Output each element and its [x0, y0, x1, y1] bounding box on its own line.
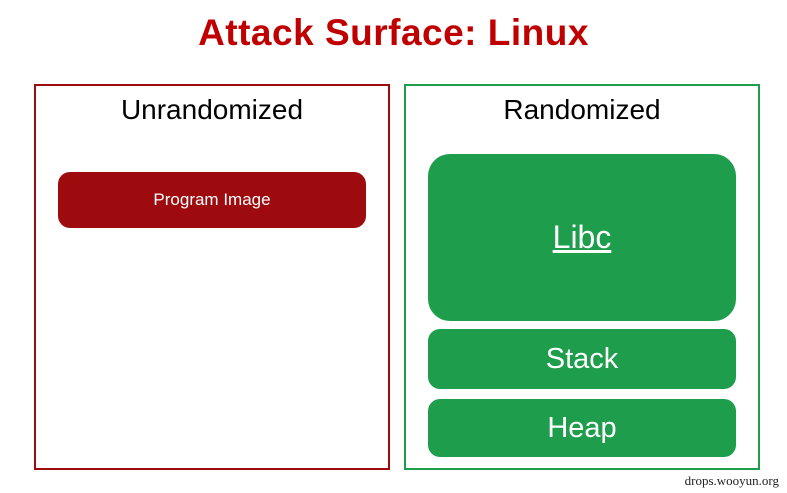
heap-box: Heap: [428, 399, 736, 457]
heap-label: Heap: [547, 411, 617, 444]
randomized-heading: Randomized: [503, 94, 661, 125]
libc-label: Libc: [552, 219, 612, 255]
program-image-label: Program Image: [153, 190, 271, 209]
libc-box: Libc: [428, 154, 736, 321]
page-title: Attack Surface: Linux: [198, 12, 589, 53]
randomized-panel: Randomized Libc Stack Heap: [404, 84, 760, 470]
watermark: drops.wooyun.org: [684, 473, 779, 488]
program-image-box: Program Image: [58, 172, 366, 228]
stack-box: Stack: [428, 329, 736, 389]
stack-label: Stack: [545, 342, 619, 375]
unrandomized-panel: Unrandomized Program Image: [34, 84, 390, 470]
unrandomized-heading: Unrandomized: [120, 94, 304, 125]
